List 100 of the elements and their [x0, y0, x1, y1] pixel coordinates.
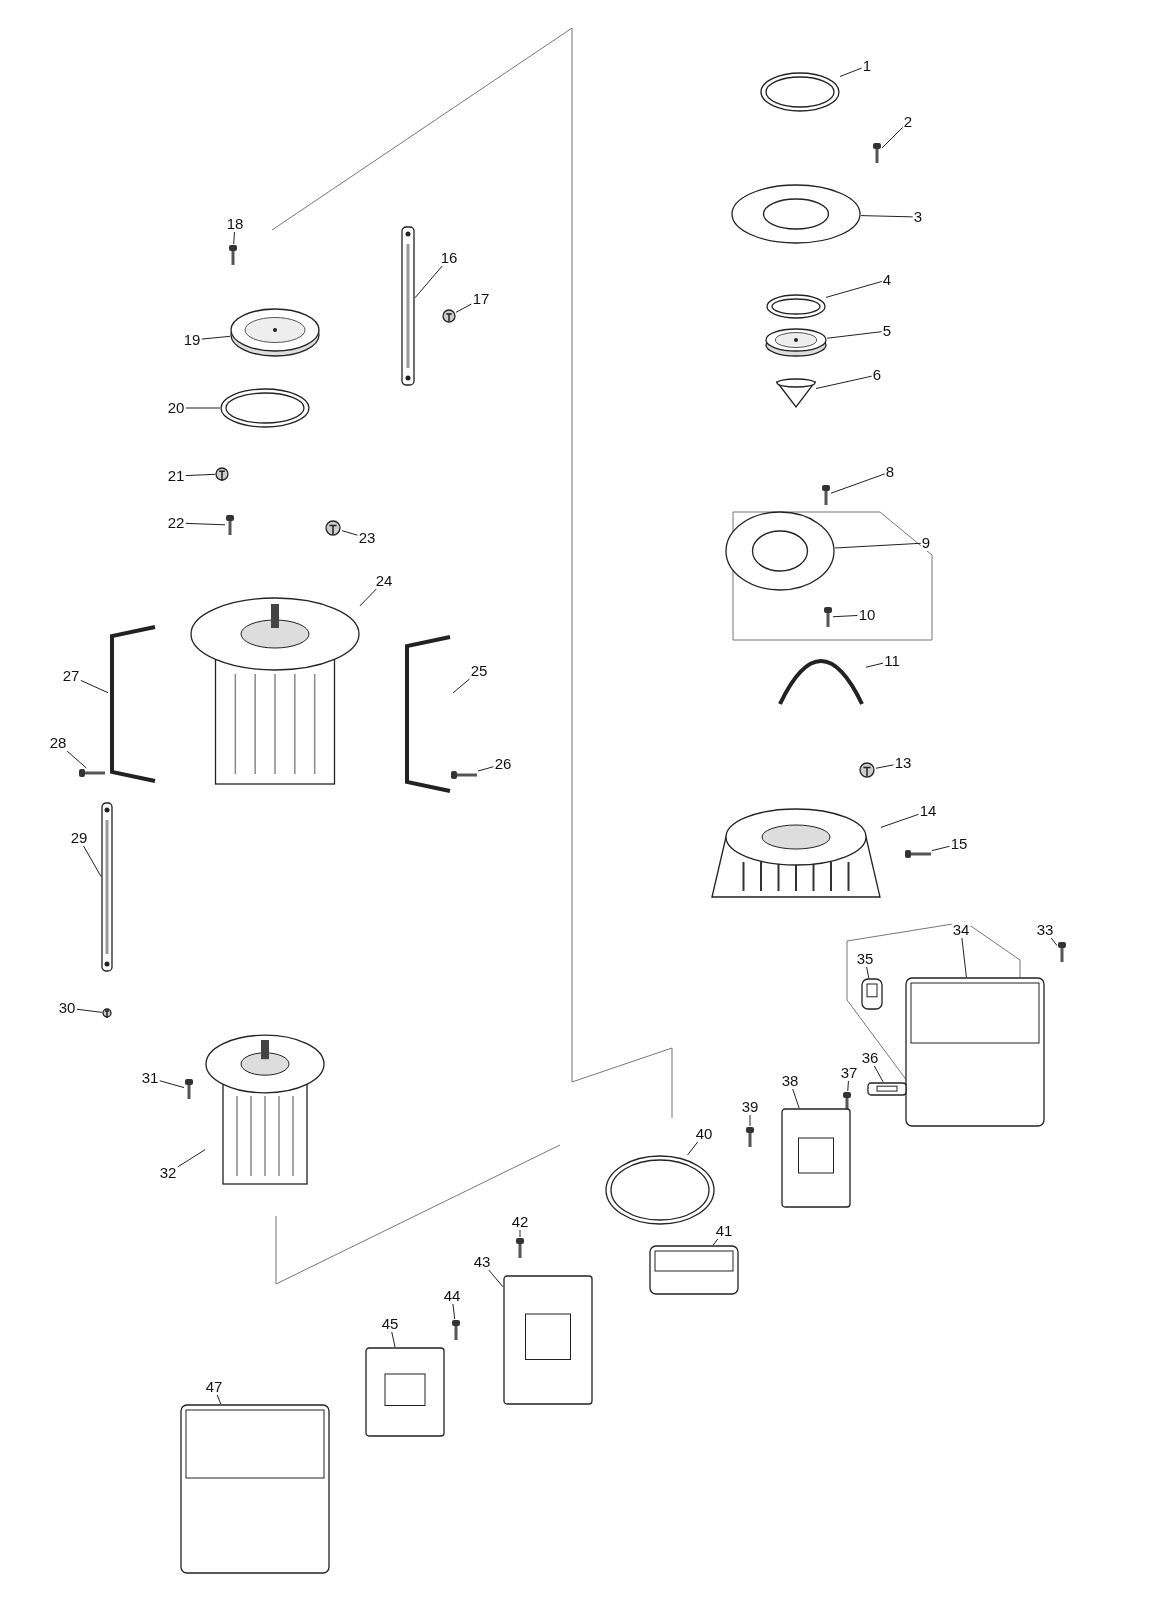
callout-number: 17 — [471, 291, 491, 307]
leader-line — [839, 67, 863, 77]
rod-drawing — [401, 226, 415, 386]
circuit-board-drawing — [503, 1275, 593, 1405]
screw-drawing — [515, 1237, 525, 1259]
callout-number: 38 — [780, 1073, 800, 1089]
handle-drawing — [403, 634, 453, 794]
leader-line — [875, 764, 895, 769]
leader-line — [881, 126, 904, 149]
callout-number: 20 — [166, 400, 186, 416]
screw-drawing — [450, 770, 478, 780]
rod-drawing — [101, 802, 113, 972]
cone-drawing — [776, 378, 816, 408]
ring-drawing — [760, 72, 840, 112]
callout-number: 31 — [140, 1070, 160, 1086]
callout-number: 42 — [510, 1214, 530, 1230]
leader-line — [712, 1238, 719, 1246]
callout-number: 35 — [855, 951, 875, 967]
screw-drawing — [225, 514, 235, 536]
leader-line — [79, 679, 109, 694]
callout-number: 26 — [493, 756, 513, 772]
screw-drawing — [745, 1126, 755, 1148]
callout-number: 36 — [860, 1050, 880, 1066]
callout-number: 14 — [918, 803, 938, 819]
knob-drawing — [858, 762, 876, 778]
callout-number: 44 — [442, 1288, 462, 1304]
plate-drawing — [725, 511, 835, 591]
cover-drawing — [861, 978, 883, 1010]
leader-line — [519, 1229, 521, 1238]
screw-drawing — [904, 849, 932, 859]
knob-drawing — [102, 1006, 112, 1020]
callout-number: 25 — [469, 663, 489, 679]
leader-line — [184, 473, 216, 477]
callout-number: 32 — [158, 1165, 178, 1181]
screw-drawing — [1057, 941, 1067, 963]
callout-number: 13 — [893, 755, 913, 771]
leader-line — [847, 1080, 849, 1092]
leader-line — [452, 1303, 456, 1320]
callout-number: 19 — [182, 332, 202, 348]
leader-line — [184, 522, 226, 526]
cover-drawing — [905, 977, 1045, 1127]
callout-number: 23 — [357, 530, 377, 546]
knob-drawing — [215, 465, 229, 483]
disc-drawing — [765, 327, 827, 357]
leader-line — [341, 530, 359, 536]
leader-line — [75, 1008, 103, 1013]
ring-drawing — [766, 293, 826, 319]
screw-drawing — [184, 1078, 194, 1100]
callout-number: 4 — [881, 272, 893, 288]
callout-number: 43 — [472, 1254, 492, 1270]
callout-number: 22 — [166, 515, 186, 531]
callout-number: 47 — [204, 1379, 224, 1395]
leader-line — [414, 265, 443, 299]
callout-number: 24 — [374, 573, 394, 589]
screw-drawing — [823, 606, 833, 628]
callout-number: 39 — [740, 1099, 760, 1115]
callout-number: 8 — [884, 464, 896, 480]
callout-number: 37 — [839, 1065, 859, 1081]
screw-drawing — [821, 484, 831, 506]
leader-line — [158, 1080, 185, 1089]
leader-line — [860, 215, 914, 218]
callout-number: 16 — [439, 250, 459, 266]
leader-line — [865, 662, 884, 668]
leader-line — [931, 845, 951, 852]
callout-number: 1 — [861, 58, 873, 74]
leader-line — [184, 407, 221, 409]
leader-line — [815, 375, 873, 390]
screw-drawing — [228, 244, 238, 266]
knob-drawing — [324, 520, 342, 536]
leader-line — [1050, 937, 1058, 947]
leader-line — [687, 1141, 699, 1156]
leader-line — [176, 1149, 206, 1168]
leader-line — [83, 845, 102, 877]
callout-number: 18 — [225, 216, 245, 232]
leader-line — [452, 678, 471, 694]
callout-number: 40 — [694, 1126, 714, 1142]
callout-number: 2 — [902, 114, 914, 130]
leader-line — [66, 750, 87, 769]
leader-line — [391, 1331, 396, 1348]
screw-drawing — [78, 768, 106, 778]
leader-line — [830, 473, 886, 494]
leader-line — [792, 1088, 800, 1109]
callout-number: 21 — [166, 468, 186, 484]
knob-drawing — [442, 309, 456, 323]
screw-drawing — [872, 142, 882, 164]
leader-line — [961, 937, 967, 978]
callout-number: 6 — [871, 367, 883, 383]
callout-number: 28 — [48, 735, 68, 751]
callout-number: 3 — [912, 209, 924, 225]
ring-drawing — [605, 1155, 715, 1225]
screw-drawing — [451, 1319, 461, 1341]
leader-line — [488, 1269, 504, 1288]
circuit-board-drawing — [867, 1082, 907, 1096]
callout-number: 15 — [949, 836, 969, 852]
callout-number: 34 — [951, 922, 971, 938]
leader-line — [455, 303, 473, 313]
leader-line — [834, 542, 922, 549]
disc-drawing — [230, 307, 320, 357]
plate-drawing — [731, 184, 861, 244]
leader-line — [216, 1394, 222, 1405]
